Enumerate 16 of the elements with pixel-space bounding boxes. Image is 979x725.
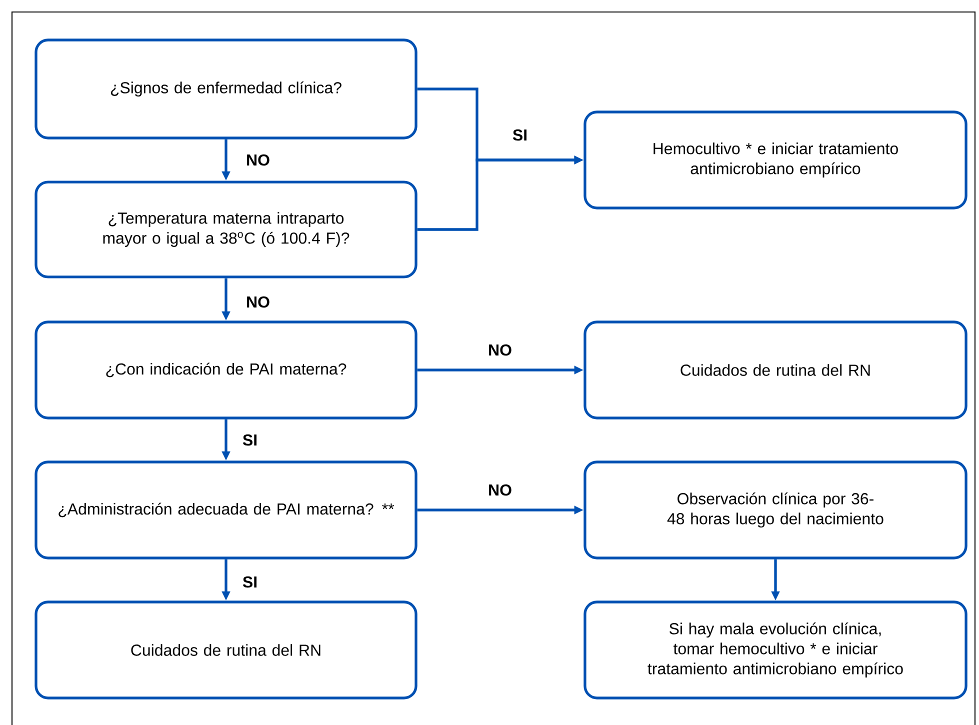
process-box: Observación clínica por 36-48 horas luego del nacimiento [584,460,968,560]
edge-label: NO [244,153,272,167]
edge-label: NO [486,483,514,497]
process-box: Cuidados de rutina del RN [34,600,418,700]
process-box: Cuidados de rutina del RN [584,320,968,420]
edge-label: SI [241,433,259,447]
edge-label: SI [511,128,529,142]
process-box: Si hay mala evolución clínica, tomar hemocultivo * e iniciar tratamiento antimicrobiano empírico [584,600,968,700]
process-box: ¿Con indicación de PAI materna? [34,320,418,420]
edge-label: NO [244,295,272,309]
process-box: ¿Signos de enfermedad clínica? [34,38,418,140]
edge-label: NO [486,343,514,357]
process-box: ¿Administración adecuada de PAI materna? ** [34,460,418,560]
process-box: ¿Temperatura materna intraparto mayor o igual a 38$^{o}$C (ó 100.4 F)? [34,180,418,278]
edge-label: SI [241,575,259,589]
process-box: Hemocultivo * e iniciar tratamiento antimicrobiano empírico [584,110,968,210]
